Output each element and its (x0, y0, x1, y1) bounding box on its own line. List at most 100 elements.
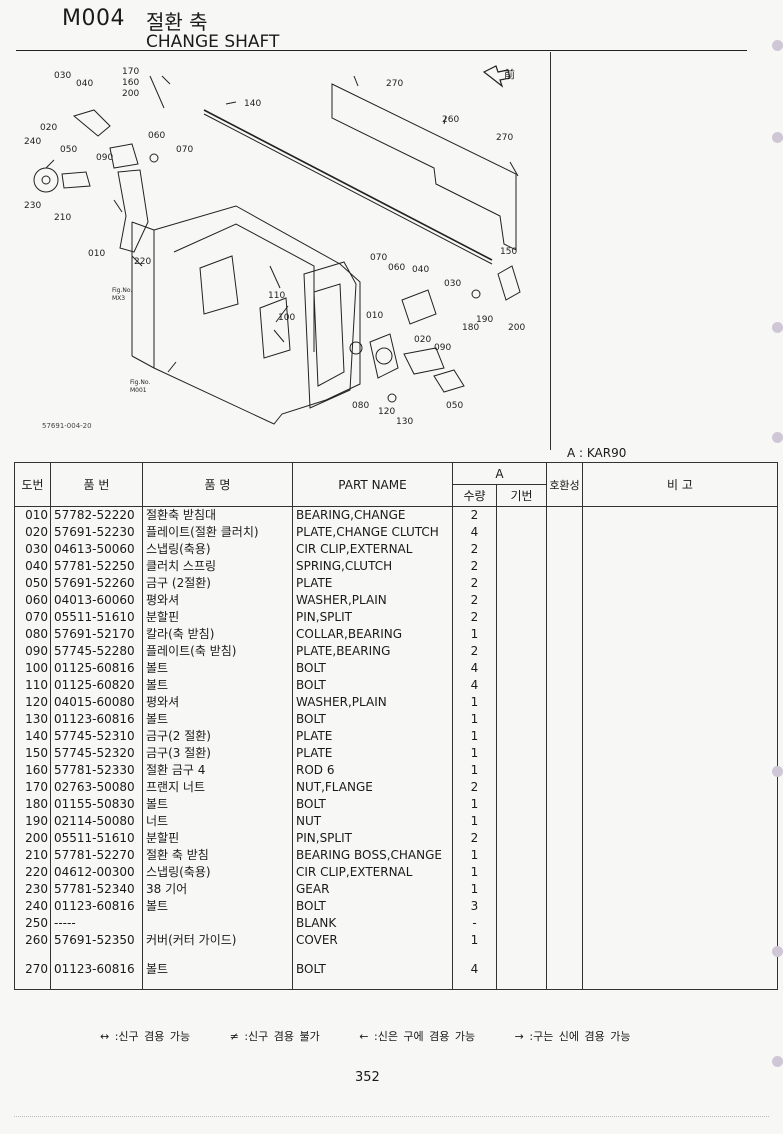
cell-base-no (496, 830, 547, 847)
cell-name-ko: 볼트 (142, 660, 293, 677)
hole-icon (772, 946, 783, 957)
callout-040b: 040 (412, 265, 429, 275)
callout-010a: 010 (88, 249, 105, 259)
callout-130: 130 (396, 417, 413, 427)
cell-interchange (546, 932, 583, 949)
cell-part-name: CIR CLIP,EXTERNAL (292, 864, 453, 881)
callout-110: 110 (268, 291, 285, 301)
callout-140: 140 (244, 99, 261, 109)
callout-270b: 270 (496, 133, 513, 143)
cell-remarks (582, 830, 778, 847)
cell-name-ko: 스냅링(축용) (142, 541, 293, 558)
cell-part-name: CIR CLIP,EXTERNAL (292, 541, 453, 558)
cell-no: 010 (14, 506, 51, 524)
cell-interchange (546, 575, 583, 592)
cell-interchange (546, 745, 583, 762)
cell-qty: 1 (452, 796, 497, 813)
cell-part-name: BOLT (292, 949, 453, 990)
cell-qty: 2 (452, 643, 497, 660)
cell-interchange (546, 660, 583, 677)
callout-050: 050 (60, 145, 77, 155)
cell-remarks (582, 898, 778, 915)
cell-part-name: PLATE (292, 575, 453, 592)
cell-no: 090 (14, 643, 51, 660)
cell-qty: 1 (452, 694, 497, 711)
cell-no: 050 (14, 575, 51, 592)
cell-no: 210 (14, 847, 51, 864)
header-part-no: 품 번 (50, 462, 143, 507)
cell-base-no (496, 728, 547, 745)
cell-part-name: PIN,SPLIT (292, 830, 453, 847)
header-interchange: 호환성 (546, 462, 583, 507)
callout-170: 170 (122, 67, 139, 77)
cell-name-ko: 분할핀 (142, 609, 293, 626)
cell-name-ko: 평와셔 (142, 592, 293, 609)
cell-part-name: NUT (292, 813, 453, 830)
cell-remarks (582, 915, 778, 932)
cell-interchange (546, 881, 583, 898)
legend-item: ↔ :신구 겸용 가능 (100, 1030, 191, 1043)
cell-part-no: ----- (50, 915, 143, 932)
cell-interchange (546, 779, 583, 796)
cell-part-no: 57691-52350 (50, 932, 143, 949)
callout-040: 040 (76, 79, 93, 89)
cell-interchange (546, 796, 583, 813)
cell-remarks (582, 711, 778, 728)
cell-no: 180 (14, 796, 51, 813)
cell-base-no (496, 524, 547, 541)
cell-name-ko: 커버(커터 가이드) (142, 932, 293, 949)
cell-part-name: BLANK (292, 915, 453, 932)
cell-part-no: 57691-52230 (50, 524, 143, 541)
hole-icon (772, 132, 783, 143)
cell-part-no: 04015-60080 (50, 694, 143, 711)
cell-name-ko: 플레이트(절환 클러치) (142, 524, 293, 541)
cell-remarks (582, 932, 778, 949)
cell-qty: 2 (452, 575, 497, 592)
cell-interchange (546, 728, 583, 745)
cell-base-no (496, 864, 547, 881)
cell-part-name: PIN,SPLIT (292, 609, 453, 626)
cell-part-name: BOLT (292, 677, 453, 694)
header-group-a: A (452, 462, 547, 485)
callout-020: 020 (40, 123, 57, 133)
cell-part-name: WASHER,PLAIN (292, 592, 453, 609)
cell-remarks (582, 813, 778, 830)
callout-090: 090 (96, 153, 113, 163)
cell-part-no: 01125-60816 (50, 660, 143, 677)
cell-base-no (496, 813, 547, 830)
cell-part-no: 05511-51610 (50, 830, 143, 847)
cell-no: 250 (14, 915, 51, 932)
cell-no: 100 (14, 660, 51, 677)
cell-part-no: 04013-60060 (50, 592, 143, 609)
cell-name-ko: 절환축 받침대 (142, 506, 293, 524)
cell-interchange (546, 762, 583, 779)
cell-part-name: NUT,FLANGE (292, 779, 453, 796)
model-label: A : KAR90 (567, 446, 627, 460)
cell-no: 030 (14, 541, 51, 558)
cell-part-no: 05511-51610 (50, 609, 143, 626)
cell-no: 220 (14, 864, 51, 881)
cell-part-no: 01123-60816 (50, 711, 143, 728)
cell-part-no: 01123-60816 (50, 949, 143, 990)
front-label: 前 (504, 67, 515, 81)
cell-qty: 1 (452, 847, 497, 864)
callout-080: 080 (352, 401, 369, 411)
callout-240: 240 (24, 137, 41, 147)
cell-base-no (496, 609, 547, 626)
cell-base-no (496, 881, 547, 898)
cell-part-no: 04613-50060 (50, 541, 143, 558)
cell-name-ko: 볼트 (142, 711, 293, 728)
cell-part-no: 04612-00300 (50, 864, 143, 881)
cell-qty: 1 (452, 745, 497, 762)
